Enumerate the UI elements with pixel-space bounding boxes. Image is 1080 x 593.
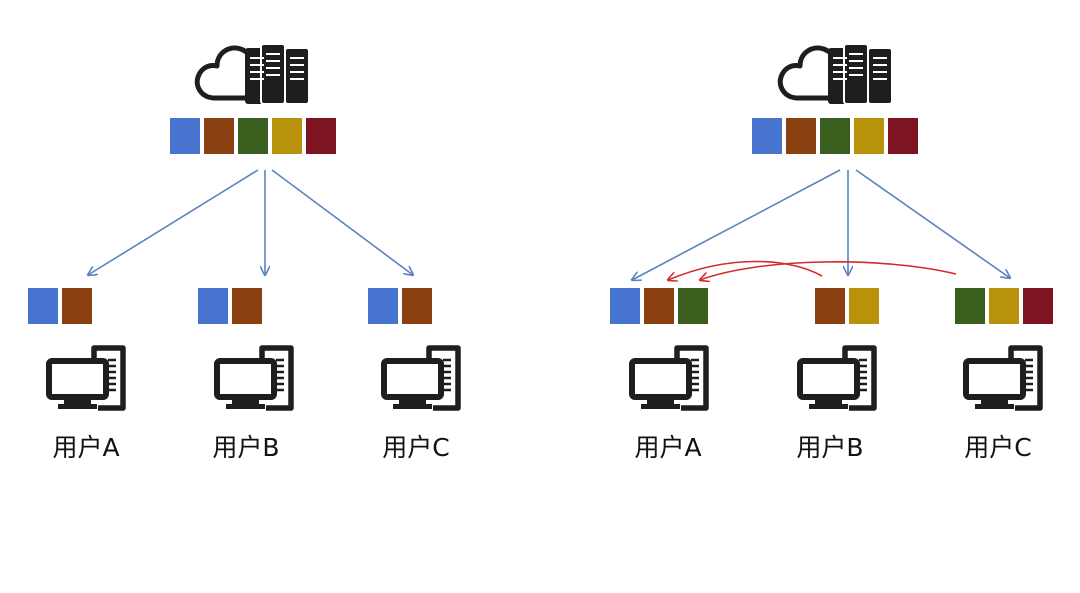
data-block-brown: [644, 288, 674, 324]
user-label-c: 用户C: [382, 433, 450, 462]
user-label-a: 用户A: [52, 433, 120, 462]
user-label-b: 用户B: [212, 433, 280, 462]
cloud-server-icon: [777, 43, 893, 105]
desktop-computer-icon: [217, 348, 291, 409]
desktop-computer-icon: [632, 348, 706, 409]
data-block-green: [238, 118, 268, 154]
user-c-blocks: [368, 288, 432, 324]
user-label-a: 用户A: [634, 433, 702, 462]
arrow-server-to-user-c: [271, 169, 413, 275]
data-block-brown: [402, 288, 432, 324]
user-c-blocks: [955, 288, 1053, 324]
data-block-brown: [62, 288, 92, 324]
data-block-blue: [610, 288, 640, 324]
data-block-blue: [170, 118, 200, 154]
data-block-gold: [849, 288, 879, 324]
user-b-blocks: [198, 288, 262, 324]
desktop-computer-icon: [49, 348, 123, 409]
user-label-b: 用户B: [796, 433, 864, 462]
data-block-gold: [989, 288, 1019, 324]
right-panel: [610, 43, 1053, 409]
data-block-brown: [232, 288, 262, 324]
cloud-server-icon: [194, 43, 310, 105]
user-a-blocks: [610, 288, 708, 324]
data-block-green: [678, 288, 708, 324]
data-block-blue: [368, 288, 398, 324]
data-block-blue: [198, 288, 228, 324]
data-block-gold: [854, 118, 884, 154]
data-block-blue: [28, 288, 58, 324]
user-a-blocks: [28, 288, 92, 324]
user-b-blocks: [815, 288, 879, 324]
left-panel: [28, 43, 458, 409]
server-blocks: [752, 118, 918, 154]
data-block-green: [820, 118, 850, 154]
data-block-red: [1023, 288, 1053, 324]
desktop-computer-icon: [800, 348, 874, 409]
data-block-brown: [204, 118, 234, 154]
user-label-c: 用户C: [964, 433, 1032, 462]
data-block-green: [955, 288, 985, 324]
arrow-server-to-user-a: [632, 169, 841, 280]
desktop-computer-icon: [384, 348, 458, 409]
arrow-server-to-user-a: [88, 169, 259, 275]
data-block-brown: [786, 118, 816, 154]
peer-arrow-user-b-to-user-a: [668, 260, 823, 281]
server-blocks: [170, 118, 336, 154]
data-block-red: [888, 118, 918, 154]
data-block-brown: [815, 288, 845, 324]
arrow-server-to-user-c: [855, 169, 1010, 278]
peer-arrow-user-c-to-user-a: [700, 261, 957, 280]
data-block-blue: [752, 118, 782, 154]
desktop-computer-icon: [966, 348, 1040, 409]
data-block-gold: [272, 118, 302, 154]
data-block-red: [306, 118, 336, 154]
